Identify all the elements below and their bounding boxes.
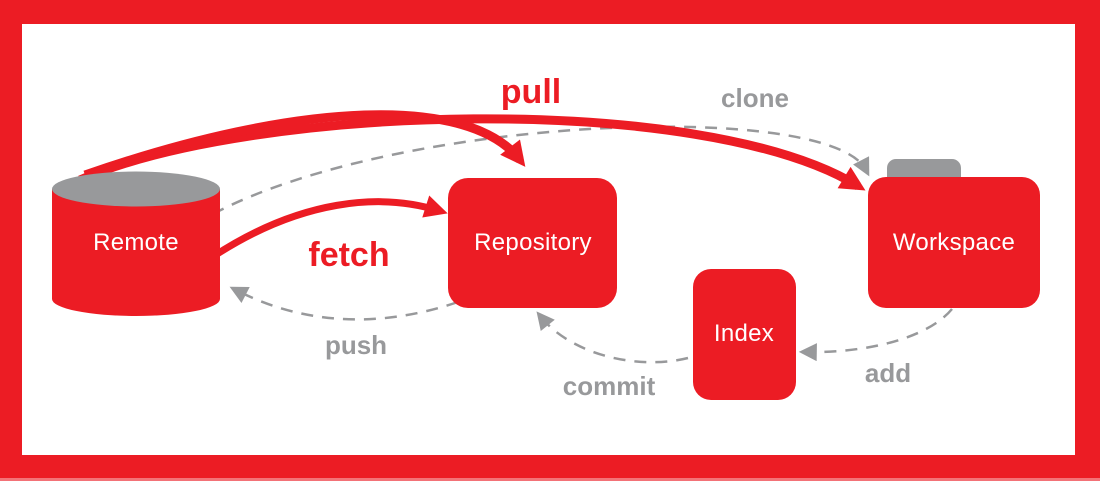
pull-label: pull bbox=[500, 73, 562, 111]
clone-label: clone bbox=[721, 83, 789, 113]
workspace-folder bbox=[868, 177, 1040, 308]
pull-arrow-repository-branch bbox=[83, 110, 526, 180]
repository-label: Repository bbox=[474, 229, 592, 256]
bottom-edge-highlight bbox=[0, 478, 1100, 481]
remote-cylinder-top bbox=[52, 171, 220, 207]
remote-label: Remote bbox=[93, 229, 179, 256]
push-label: push bbox=[324, 330, 388, 360]
repository-box bbox=[448, 178, 617, 308]
push-arrow bbox=[229, 286, 459, 321]
commit-arrow bbox=[536, 311, 689, 364]
add-label: add bbox=[864, 358, 912, 388]
fetch-label: fetch bbox=[308, 236, 390, 274]
fetch-arrow bbox=[212, 195, 448, 259]
remote-cylinder-body bbox=[52, 189, 220, 316]
workspace-label: Workspace bbox=[892, 229, 1016, 256]
commit-label: commit bbox=[562, 371, 656, 401]
index-box bbox=[693, 269, 796, 400]
index-label: Index bbox=[713, 320, 775, 347]
add-arrow bbox=[798, 308, 953, 362]
